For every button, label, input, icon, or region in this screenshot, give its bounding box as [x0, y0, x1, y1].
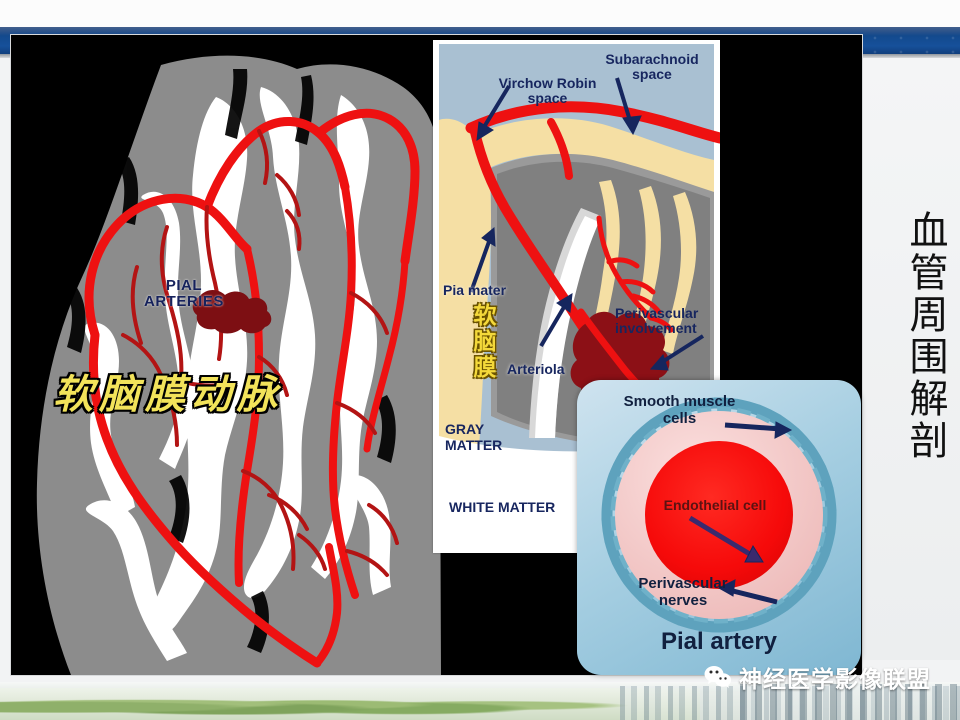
header-band-gloss	[0, 27, 960, 36]
perivascular-involvement-line2: involvement	[615, 320, 697, 337]
brain-illustration-panel: PIAL ARTERIES 软脑膜动脉	[11, 35, 441, 675]
arteriole-branches	[121, 129, 399, 577]
label-arteriola: Arteriola	[507, 361, 565, 377]
footer-sky	[0, 682, 960, 692]
cross-section-arrows	[688, 421, 793, 605]
footer-cityscape-far	[740, 684, 960, 720]
label-perivascular-nerves: Perivascular nerves	[613, 575, 753, 609]
perivascular-nerves-line1: Perivascular	[638, 575, 728, 592]
content-stage: PIAL ARTERIES 软脑膜动脉	[11, 35, 862, 675]
label-subarachnoid-space: Subarachnoid space	[592, 51, 712, 83]
brain-chinese-caption: 软脑膜动脉	[53, 372, 283, 418]
perivascular-nerves-line2: nerves	[658, 591, 708, 609]
brain-cortex-diagram	[36, 55, 441, 675]
annotation-arrows	[469, 77, 705, 371]
label-pia-mater: Pia mater	[443, 282, 507, 298]
white-matter-finger	[535, 216, 599, 438]
arrow-pia-mater	[469, 226, 496, 293]
page-title-vertical: 血管周围解剖	[904, 210, 947, 462]
arrow-smooth-muscle	[724, 421, 793, 439]
perivascular-nerve-ring	[601, 397, 837, 633]
label-smooth-muscle-cells: Smooth muscle cells	[597, 393, 762, 427]
virchow-robin-line2: space	[527, 90, 568, 107]
slide-top-margin	[0, 0, 960, 27]
arteriole-cluster	[596, 215, 674, 333]
watermark-text: 神经医学影像联盟	[739, 667, 931, 693]
wechat-icon	[704, 665, 732, 689]
arrow-perivascular-nerves	[717, 579, 778, 605]
arrow-virchow-robin	[476, 84, 511, 141]
pial-plexus-blob	[192, 290, 272, 334]
right-margin-column	[862, 58, 960, 660]
label-gray-matter: GRAY MATTER	[445, 421, 503, 453]
smooth-muscle-line2: cells	[662, 409, 697, 427]
slide-footer-image	[0, 682, 960, 720]
pial-artery-cross-section-panel: Smooth muscle cells Endothelial cell Per…	[577, 380, 861, 675]
subarachnoid-space-line1: Subarachnoid	[605, 51, 699, 67]
arrow-perivascular-involvement	[649, 334, 705, 371]
arrow-subarachnoid-space	[615, 77, 642, 136]
gray-matter-line1: GRAY	[445, 421, 485, 437]
watermark: 神经医学影像联盟	[704, 660, 931, 694]
footer-trees	[0, 688, 700, 720]
perivascular-involvement-line1: Perivascular	[615, 305, 699, 321]
label-pia-mater-chinese: 软脑膜	[473, 303, 497, 381]
vessel-lumen	[645, 441, 793, 589]
label-virchow-robin-space: Virchow Robin space	[480, 75, 615, 107]
arrow-arteriola	[539, 293, 573, 348]
brain-pial-arteries-label: PIAL ARTERIES	[144, 278, 224, 310]
arrow-endothelial-cell	[688, 515, 764, 563]
label-perivascular-involvement: Perivascular involvement	[615, 305, 719, 337]
vessel-cross-section-diagram	[601, 397, 837, 633]
virchow-robin-line1: Virchow Robin	[498, 75, 597, 91]
label-endothelial-cell: Endothelial cell	[663, 497, 767, 513]
label-white-matter: WHITE MATTER	[449, 499, 556, 515]
inset-title: Pial artery	[660, 628, 778, 655]
smooth-muscle-line1: Smooth muscle	[623, 393, 736, 410]
gray-matter-line2: MATTER	[445, 436, 503, 453]
pial-arteries-label-line2: ARTERIES	[144, 292, 224, 310]
subarachnoid-space-line2: space	[632, 66, 672, 83]
pial-arteries-label-line1: PIAL	[165, 277, 202, 294]
